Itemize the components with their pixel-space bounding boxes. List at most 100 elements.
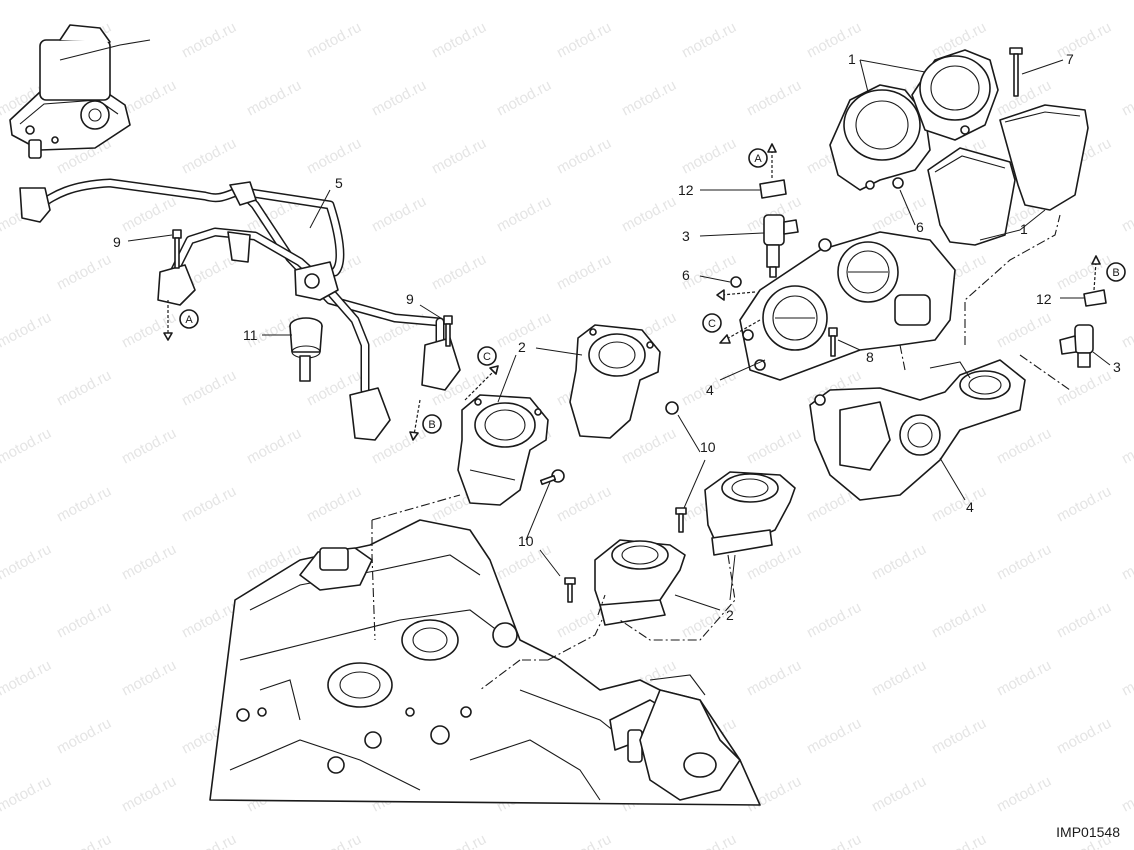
watermark-text: motod.ru [494,193,554,236]
watermark-text: motod.ru [1119,773,1134,816]
callout-numbers: 5 9 9 11 2 10 10 2 4 4 1 1 7 6 6 8 3 3 1… [113,51,1121,623]
screw-7 [1009,47,1023,97]
watermark-text: motod.ru [744,77,804,120]
ref-label-b-right: B [1112,267,1119,279]
watermark-text: motod.ru [744,425,804,468]
watermark-text: motod.ru [679,831,739,850]
watermark-text: motod.ru [554,483,614,526]
watermark-text: motod.ru [679,19,739,62]
watermark-text: motod.ru [119,193,179,236]
watermark-text: motod.ru [494,77,554,120]
watermark-text: motod.ru [929,715,989,758]
fuel-damper-11 [289,317,323,382]
callout-1-bottom: 1 [1020,221,1028,237]
watermark-text: motod.ru [929,831,989,850]
screw-6-throttle [730,276,742,288]
ref-label-a-top: A [754,153,762,165]
clip-12-upper [759,179,787,199]
screw-9-left [172,229,182,269]
watermark-text: motod.ru [429,251,489,294]
watermark-text: motod.ru [869,0,929,4]
watermark-text: motod.ru [1054,599,1114,642]
watermark-text: motod.ru [994,425,1054,468]
callout-8: 8 [866,349,874,365]
watermark-text: motod.ru [994,541,1054,584]
screw-10-b [665,401,679,415]
watermark-text: motod.ru [179,483,239,526]
injector-3-upper [763,214,799,278]
watermark-text: motod.ru [1054,715,1114,758]
watermark-text: motod.ru [244,0,304,4]
watermark-text: motod.ru [119,541,179,584]
callout-2-right: 2 [726,607,734,623]
watermark-text: motod.ru [304,831,364,850]
callout-1-top: 1 [848,51,856,67]
watermark-text: motod.ru [119,773,179,816]
watermark-text: motod.ru [1119,77,1134,120]
watermark-text: motod.ru [54,483,114,526]
watermark-text: motod.ru [54,715,114,758]
ref-circle-c-right: C [702,313,722,333]
ref-label-c-left: C [483,351,491,363]
watermark-text: motod.ru [804,599,864,642]
callout-12-upper: 12 [678,182,694,198]
watermark-text: motod.ru [929,599,989,642]
watermark-text: motod.ru [0,0,54,4]
callout-4-right: 4 [966,499,974,515]
ref-circle-c-left: C [477,346,497,366]
watermark-text: motod.ru [869,541,929,584]
watermark-text: motod.ru [369,77,429,120]
watermark-text: motod.ru [554,19,614,62]
ref-circle-a-top: A [748,148,768,168]
ref-circle-b-left: B [422,414,442,434]
watermark-text: motod.ru [179,367,239,410]
watermark-text: motod.ru [494,0,554,4]
watermark-text: motod.ru [304,135,364,178]
callout-10-left: 10 [518,533,534,549]
watermark-text: motod.ru [54,367,114,410]
watermark-text: motod.ru [679,135,739,178]
pressure-sensor-assembly [9,24,151,159]
watermark-text: motod.ru [244,77,304,120]
watermark-text: motod.ru [0,425,54,468]
watermark-text: motod.ru [1119,541,1134,584]
watermark-text: motod.ru [869,773,929,816]
watermark-text: motod.ru [994,657,1054,700]
screw-9-right [443,315,453,347]
watermark-text: motod.ru [804,831,864,850]
assembly-lines [371,214,1071,691]
watermark-text: motod.ru [54,251,114,294]
watermark-text: motod.ru [54,831,114,850]
callout-2-left: 2 [518,339,526,355]
watermark-text: motod.ru [744,657,804,700]
callout-3-right: 3 [1113,359,1121,375]
watermark-text: motod.ru [554,251,614,294]
ref-label-a-left: A [185,314,193,326]
watermark-text: motod.ru [119,425,179,468]
watermark-text: motod.ru [1119,193,1134,236]
watermark-text: motod.ru [179,831,239,850]
air-horn-1-round [829,49,999,191]
watermark-text: motod.ru [1054,251,1114,294]
watermark-text: motod.ru [0,657,54,700]
watermark-text: motod.ru [619,77,679,120]
ref-label-b-left: B [428,419,435,431]
watermark-text: motod.ru [1054,19,1114,62]
callout-6-throttle: 6 [682,267,690,283]
injector-3-right [1059,324,1094,368]
callout-4-left: 4 [706,382,714,398]
intake-manifold-2-upper-left [457,394,549,506]
leader-lines [127,59,1111,611]
watermark-text: motod.ru [619,0,679,4]
watermark-text: motod.ru [1119,425,1134,468]
watermark-text: motod.ru [994,773,1054,816]
watermark-text: motod.ru [119,309,179,352]
intake-manifold-2-lower-right [704,471,796,556]
ref-circle-b-right: B [1106,262,1126,282]
callout-5: 5 [335,175,343,191]
callout-3-upper: 3 [682,228,690,244]
watermark-text: motod.ru [869,657,929,700]
screw-6-horn [892,177,904,189]
watermark-text: motod.ru [994,0,1054,4]
watermark-text: motod.ru [304,19,364,62]
